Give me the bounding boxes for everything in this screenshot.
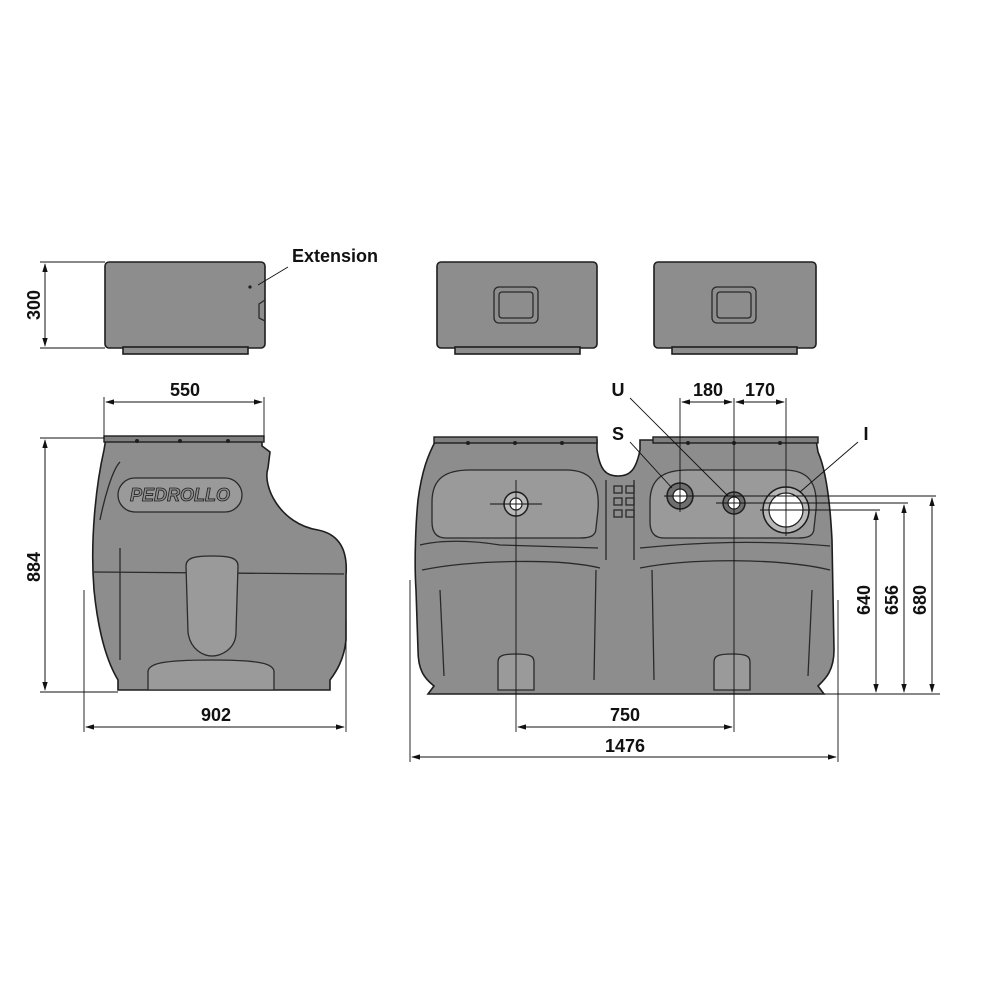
- label-i: I: [863, 424, 868, 444]
- tank-front-view: [414, 436, 835, 695]
- dim-300: 300: [24, 290, 44, 320]
- dim-1476: 1476: [605, 736, 645, 756]
- brand-logo: PEDROLLO: [130, 485, 230, 505]
- dim-640: 640: [854, 585, 874, 615]
- dim-680: 680: [910, 585, 930, 615]
- label-s: S: [612, 424, 624, 444]
- dim-170: 170: [745, 380, 775, 400]
- extension-front-left: [436, 261, 598, 355]
- dim-550: 550: [170, 380, 200, 400]
- dim-902: 902: [201, 705, 231, 725]
- extension-label: Extension: [292, 246, 378, 266]
- extension-side: [104, 261, 266, 355]
- dim-884: 884: [24, 552, 44, 582]
- dim-656: 656: [882, 585, 902, 615]
- label-u: U: [612, 380, 625, 400]
- dim-750: 750: [610, 705, 640, 725]
- tank-side-view: PEDROLLO: [91, 435, 348, 691]
- dim-180: 180: [693, 380, 723, 400]
- extension-front-right: [653, 261, 817, 355]
